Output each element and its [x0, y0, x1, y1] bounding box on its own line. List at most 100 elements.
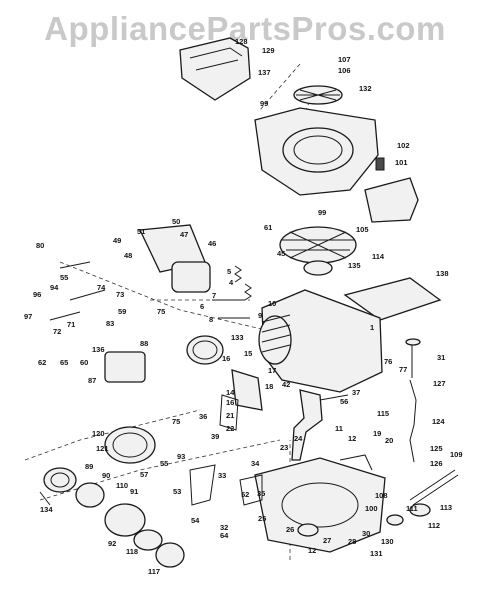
part-callout: 37 — [352, 388, 360, 397]
crankshaft — [291, 389, 349, 461]
part-callout: 36 — [199, 412, 207, 421]
part-callout: 9 — [258, 311, 262, 320]
part-callout: 22 — [226, 424, 234, 433]
part-callout: 92 — [108, 539, 116, 548]
part-callout: 129 — [262, 46, 275, 55]
part-callout: 19 — [373, 429, 381, 438]
part-callout: 75 — [172, 417, 180, 426]
part-callout: 10 — [268, 299, 276, 308]
recoil-parts — [39, 467, 185, 568]
part-callout: 93 — [177, 452, 185, 461]
part-callout: 46 — [208, 239, 216, 248]
part-callout: 111 — [406, 504, 418, 513]
part-callout: 6 — [200, 302, 204, 311]
part-callout: 132 — [359, 84, 372, 93]
part-callout: 117 — [148, 567, 160, 576]
drive-shaft — [386, 469, 459, 526]
part-callout: 112 — [428, 521, 440, 530]
part-callout: 17 — [268, 366, 276, 375]
part-callout: 18 — [265, 382, 273, 391]
part-callout: 71 — [67, 320, 75, 329]
part-callout: 8 — [209, 315, 213, 324]
muffler — [364, 157, 419, 223]
part-callout: 73 — [116, 290, 124, 299]
part-callout: 94 — [50, 283, 59, 292]
part-callout: 5 — [227, 267, 231, 276]
part-callout: 130 — [381, 537, 394, 546]
part-callout: 102 — [397, 141, 410, 150]
part-callout: 136 — [92, 345, 105, 354]
air-filter — [343, 277, 442, 321]
part-callout: 51 — [137, 227, 145, 236]
part-callout: 138 — [436, 269, 449, 278]
part-callout: 62 — [38, 358, 46, 367]
part-callout: 28 — [348, 537, 356, 546]
part-callout: 137 — [258, 68, 271, 77]
part-callout: 126 — [430, 459, 443, 468]
part-callout: 12 — [308, 546, 316, 555]
part-callout: 99 — [318, 208, 326, 217]
part-callout: 34 — [251, 459, 260, 468]
part-callout: 109 — [450, 450, 463, 459]
part-callout: 49 — [113, 236, 121, 245]
part-callout: 24 — [294, 434, 303, 443]
part-callout: 4 — [229, 278, 234, 287]
part-callout: 74 — [97, 283, 106, 292]
flywheel-screen — [293, 85, 343, 105]
part-callout: 80 — [36, 241, 44, 250]
part-callout: 31 — [437, 353, 445, 362]
part-callout: 114 — [372, 252, 385, 261]
part-callout: 135 — [348, 261, 361, 270]
part-callout: 65 — [60, 358, 68, 367]
carburetor — [49, 224, 211, 383]
crankcase-cover — [254, 457, 386, 553]
part-callout: 118 — [126, 547, 138, 556]
part-callout: 134 — [40, 505, 53, 514]
part-callout: 50 — [172, 217, 180, 226]
part-callout: 131 — [370, 549, 383, 558]
engine-block — [258, 289, 383, 393]
piston-assembly — [186, 335, 263, 431]
part-callout: 77 — [399, 365, 407, 374]
part-callout: 108 — [375, 491, 388, 500]
part-callout: 127 — [433, 379, 446, 388]
part-callout: 106 — [338, 66, 351, 75]
part-callout: 47 — [180, 230, 188, 239]
part-callout: 56 — [340, 397, 348, 406]
part-callout: 76 — [384, 357, 392, 366]
part-callout: 59 — [118, 307, 126, 316]
part-callout: 128 — [235, 37, 248, 46]
part-callout: 1 — [370, 323, 374, 332]
part-callout: 53 — [173, 487, 181, 496]
part-callout: 88 — [140, 339, 148, 348]
part-callout: 30 — [362, 529, 370, 538]
part-callout: 115 — [377, 409, 389, 418]
valve-train — [212, 265, 252, 319]
part-callout: 64 — [220, 531, 229, 540]
part-callout: 75 — [157, 307, 165, 316]
part-callout: 89 — [85, 462, 93, 471]
part-callout: 16 — [222, 354, 230, 363]
part-callout: 120 — [92, 429, 105, 438]
part-callout: 107 — [338, 55, 351, 64]
callout-labels: 1281291371071061329910210110511499615047… — [24, 37, 463, 576]
part-callout: 55 — [160, 459, 168, 468]
blower-cover — [179, 37, 251, 101]
part-callout: 91 — [130, 487, 138, 496]
part-callout: 55 — [60, 273, 68, 282]
part-callout: 48 — [124, 251, 132, 260]
part-callout: 100 — [365, 504, 378, 513]
part-callout: 54 — [191, 516, 200, 525]
part-callout: 72 — [53, 327, 61, 336]
part-callout: 25 — [258, 514, 266, 523]
part-callout: 15 — [244, 349, 252, 358]
part-callout: 42 — [282, 380, 290, 389]
part-callout: 23 — [280, 443, 288, 452]
dipstick-tube — [405, 338, 421, 463]
part-callout: 35 — [257, 489, 265, 498]
part-callout: 26 — [286, 525, 294, 534]
part-callout: 39 — [211, 432, 219, 441]
part-callout: 61 — [264, 223, 272, 232]
part-callout: 105 — [356, 225, 369, 234]
